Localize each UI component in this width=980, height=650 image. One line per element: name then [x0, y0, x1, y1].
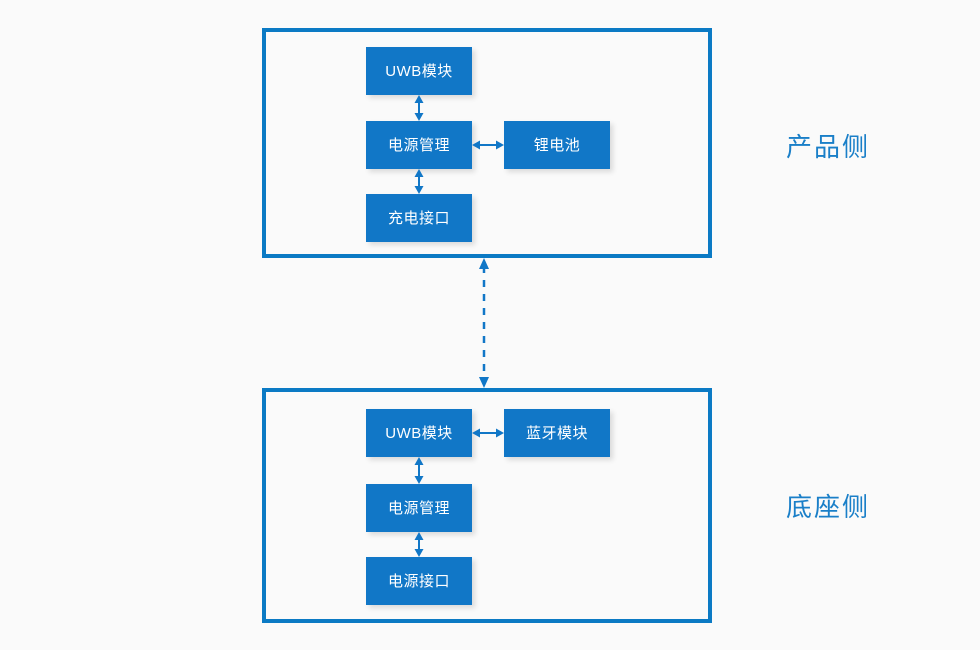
box-product-charging-port[interactable]: 充电接口 [366, 194, 472, 242]
box-base-uwb-module[interactable]: UWB模块 [366, 409, 472, 457]
box-product-uwb-module[interactable]: UWB模块 [366, 47, 472, 95]
box-base-power-management[interactable]: 电源管理 [366, 484, 472, 532]
connector-product-to-base-wireless-link [479, 258, 489, 388]
box-base-bluetooth-module[interactable]: 蓝牙模块 [504, 409, 610, 457]
panel-base-side [262, 388, 712, 623]
side-label-base: 底座侧 [786, 492, 871, 522]
connector-base-uwb-to-bluetooth [472, 428, 504, 438]
box-base-power-socket[interactable]: 电源接口 [366, 557, 472, 605]
box-product-lithium-battery[interactable]: 锂电池 [504, 121, 610, 169]
connector-product-power-to-charging-port [414, 169, 424, 194]
side-label-product: 产品侧 [786, 132, 871, 162]
box-product-power-management[interactable]: 电源管理 [366, 121, 472, 169]
connector-product-uwb-to-power [414, 95, 424, 121]
connector-base-uwb-to-power [414, 457, 424, 484]
connector-product-power-to-battery [472, 140, 504, 150]
connector-base-power-to-socket [414, 532, 424, 557]
panel-product-side [262, 28, 712, 258]
